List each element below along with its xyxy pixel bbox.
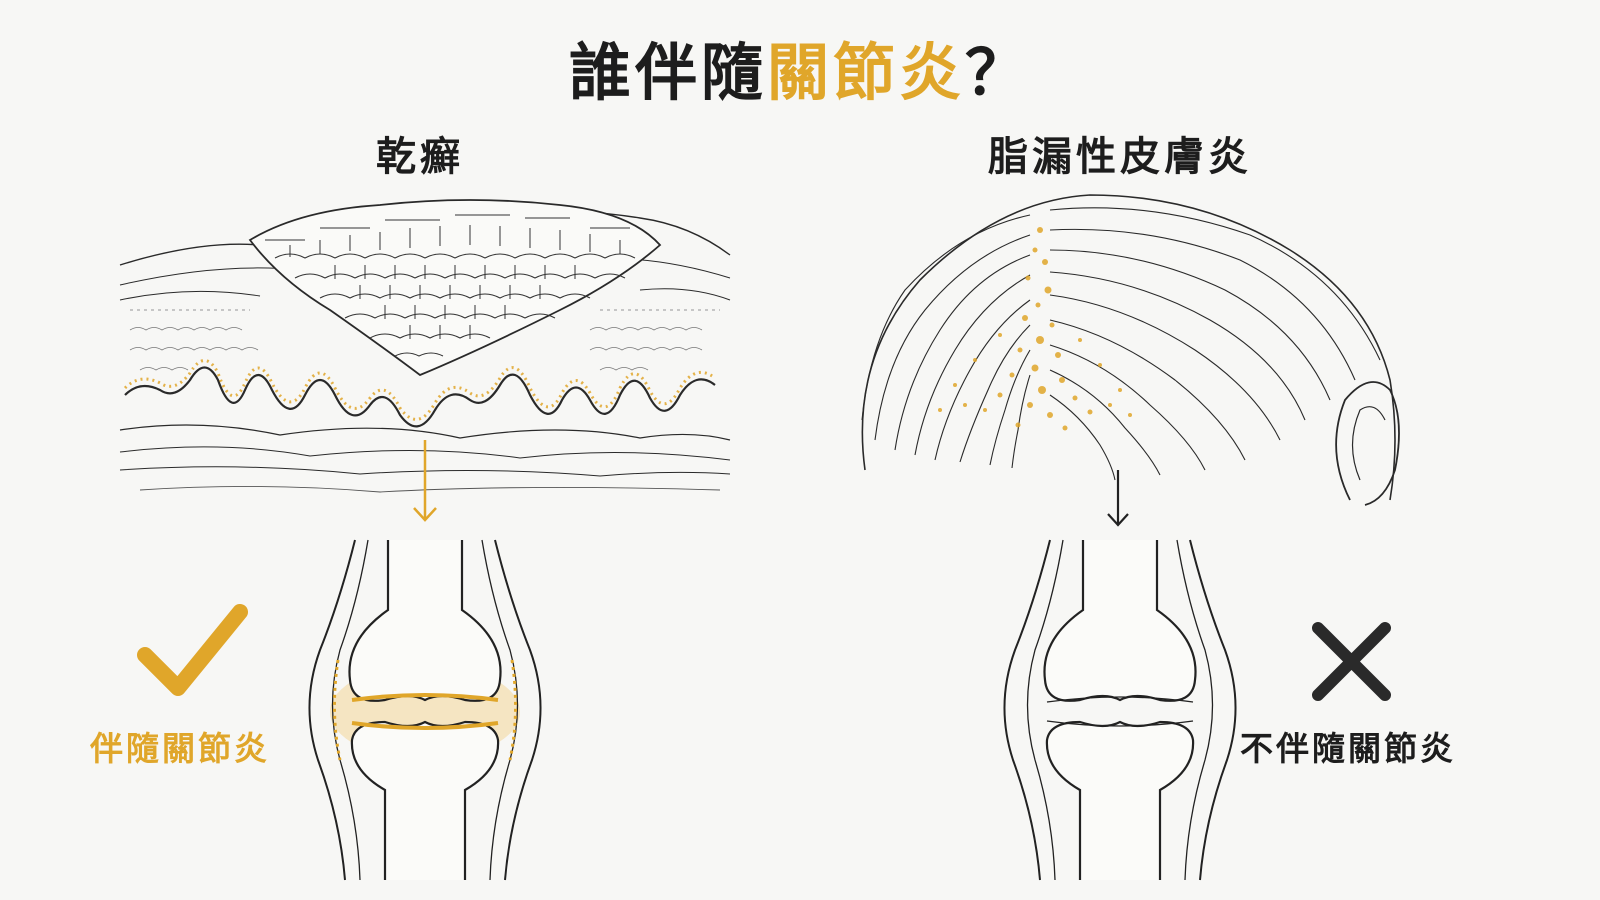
psoriasis-title: 乾癬	[376, 134, 464, 180]
title-suffix: ？	[965, 36, 1032, 109]
psoriasis-verdict: 伴隨關節炎	[90, 729, 270, 768]
cross-icon	[1312, 622, 1391, 701]
arrow-down-icon	[413, 440, 437, 522]
check-icon	[137, 604, 248, 696]
page-title: 誰伴隨關節炎？	[0, 22, 1600, 112]
normal-knee-joint-icon	[1003, 539, 1237, 881]
epidermis-cells	[129, 309, 720, 371]
dandruff-flakes	[938, 227, 1132, 431]
arrow-down-icon	[1107, 470, 1129, 527]
skin-cross-section-with-plaque-icon	[119, 199, 731, 493]
seborrheic-dermatitis-title: 脂漏性皮膚炎	[988, 134, 1252, 180]
inflamed-knee-joint-icon	[308, 539, 542, 881]
scalp-hair-with-flakes-icon	[861, 194, 1400, 506]
psoriasis-scales	[265, 214, 636, 357]
seborrheic-dermatitis-verdict: 不伴隨關節炎	[1240, 729, 1456, 768]
title-accent: 關節炎	[766, 36, 965, 109]
title-prefix: 誰伴隨	[568, 36, 767, 109]
